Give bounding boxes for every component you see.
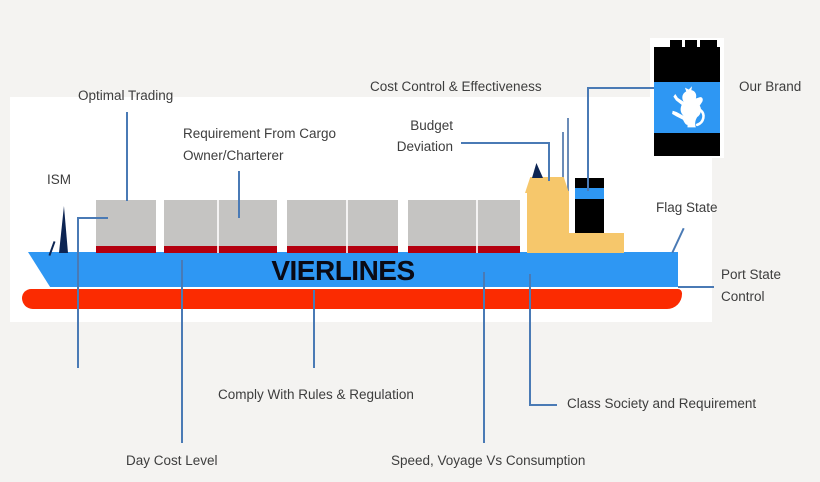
label-comply-rules: Comply With Rules & Regulation [218, 387, 414, 402]
container-stack-4 [408, 200, 520, 253]
leader-requirement [238, 171, 240, 218]
container-divider [217, 200, 219, 253]
ship-keel [22, 289, 682, 309]
leader-cost-control-vertical [587, 87, 589, 191]
container-stripe [408, 246, 520, 253]
label-class-society: Class Society and Requirement [567, 396, 757, 411]
label-speed-voyage: Speed, Voyage Vs Consumption [391, 453, 586, 468]
leader-port-state [678, 286, 714, 288]
ship-name-text: VIERLINES [271, 255, 415, 286]
label-budget-deviation: Budget Deviation [396, 118, 453, 154]
leader-speed [483, 272, 485, 443]
antenna-mast [562, 132, 564, 192]
container-stack-3 [287, 200, 398, 253]
leader-budget-vertical [548, 142, 550, 181]
bridge-pennant-icon [532, 163, 543, 178]
label-cost-control: Cost Control & Effectiveness [370, 79, 542, 94]
label-our-brand: Our Brand [739, 79, 802, 94]
funnel-stripe [575, 188, 604, 199]
container-stripe [287, 246, 398, 253]
container-divider [476, 200, 478, 253]
aft-deckhouse [569, 233, 624, 253]
leader-cost-control-horizontal [587, 87, 654, 89]
label-optimal-trading: Optimal Trading [78, 88, 174, 103]
leader-class-horizontal [529, 404, 557, 406]
leader-comply [313, 290, 315, 368]
bridge-cap [525, 177, 569, 193]
label-ism: ISM [47, 172, 72, 187]
label-flag-state: Flag State [656, 200, 718, 215]
flag-tab [670, 40, 682, 48]
container-stripe [164, 246, 277, 253]
antenna-mast [567, 118, 569, 192]
bridge-tower [527, 191, 569, 253]
flag-tab [685, 40, 697, 48]
brand-flag-blue-band [654, 82, 720, 133]
lion-emblem-icon [672, 86, 705, 128]
bow-mast [59, 206, 68, 253]
ship-hull [28, 252, 678, 287]
leader-ism-horizontal [77, 217, 108, 219]
container-stack-2 [164, 200, 277, 253]
label-requirement-cargo: Requirement From Cargo Owner/Charterer [183, 126, 337, 163]
container-stripe [96, 246, 156, 253]
leader-day-cost [181, 260, 183, 443]
leader-ism-vertical [77, 217, 79, 368]
container-divider [346, 200, 348, 253]
container-stack-1 [96, 200, 156, 253]
flag-tab [700, 40, 717, 48]
leader-optimal-trading [126, 112, 128, 201]
label-day-cost-level: Day Cost Level [126, 453, 218, 468]
leader-class-vertical [529, 274, 531, 406]
label-port-state-control: Port State Control [721, 267, 782, 304]
funnel [575, 178, 604, 233]
leader-budget-horizontal [461, 142, 550, 144]
